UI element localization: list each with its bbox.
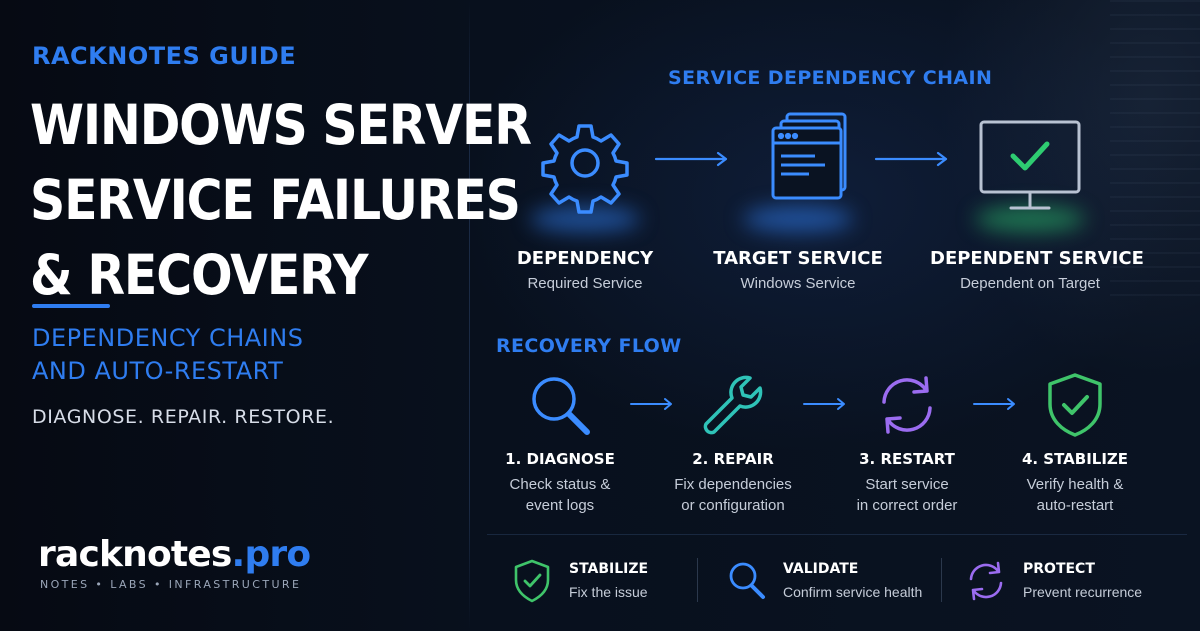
flow-step-name: 4. STABILIZE <box>1021 450 1129 468</box>
node-glow <box>743 206 853 232</box>
flow-step-desc: Check status & event logs <box>475 474 645 516</box>
chain-node-dependency: DEPENDENCY Required Service <box>500 118 670 298</box>
title-line: WINDOWS SERVER <box>30 93 532 158</box>
chain-node-desc: Dependent on Target <box>960 275 1100 292</box>
summary-separator <box>697 558 698 602</box>
monitor-check-icon <box>975 118 1085 219</box>
flow-step-desc-line: Start service <box>865 476 949 493</box>
summary-item-desc: Fix the issue <box>569 584 648 600</box>
chain-node-name: TARGET SERVICE <box>713 248 883 269</box>
chain-node-desc: Required Service <box>527 275 643 292</box>
flow-step-desc-line: Verify health & <box>1026 476 1124 493</box>
flow-step-desc: Verify health & auto-restart <box>990 474 1160 516</box>
flow-step-desc: Start service in correct order <box>822 474 992 516</box>
magnifier-icon <box>726 559 766 608</box>
server-rack-backdrop <box>1110 0 1200 300</box>
node-glow <box>975 206 1085 232</box>
chain-section-title: SERVICE DEPENDENCY CHAIN <box>668 67 993 89</box>
flow-section-title: RECOVERY FLOW <box>496 335 682 357</box>
flow-step-desc-line: or configuration <box>681 497 785 514</box>
flow-step-desc-line: auto-restart <box>1036 497 1114 514</box>
flow-step-desc-line: Fix dependencies <box>674 476 792 493</box>
arrow-right-icon <box>874 151 950 172</box>
arrow-right-icon <box>629 397 675 416</box>
subtitle: DEPENDENCY CHAINS AND AUTO-RESTART <box>32 322 303 388</box>
logo-main: racknotes <box>38 534 232 575</box>
chain-node-name: DEPENDENT SERVICE <box>930 248 1144 269</box>
title-line: & RECOVERY <box>30 243 368 308</box>
magnifier-icon <box>525 372 595 443</box>
tagline: DIAGNOSE. REPAIR. RESTORE. <box>32 406 335 428</box>
logo-dot: . <box>231 534 246 575</box>
flow-step-name: 3. RESTART <box>859 450 955 468</box>
logo-suffix: pro <box>244 534 311 575</box>
arrow-right-icon <box>654 151 730 172</box>
chain-node-name: DEPENDENCY <box>516 248 654 269</box>
chain-node-desc: Windows Service <box>740 275 856 292</box>
flow-step-desc: Fix dependencies or configuration <box>648 474 818 516</box>
subtitle-line: DEPENDENCY CHAINS <box>32 324 304 352</box>
title-line: SERVICE FAILURES <box>30 168 521 233</box>
flow-step-desc-line: Check status & <box>509 476 611 493</box>
shield-check-icon <box>1040 372 1110 443</box>
arrow-right-icon <box>972 397 1018 416</box>
summary-item-desc: Confirm service health <box>783 584 923 600</box>
shield-check-icon <box>512 559 552 608</box>
panel-divider <box>469 0 470 631</box>
summary-item-desc: Prevent recurrence <box>1023 584 1143 600</box>
summary-item-name: PROTECT <box>1023 561 1095 577</box>
guide-label: RACKNOTES GUIDE <box>32 42 297 70</box>
page-title: WINDOWS SERVER SERVICE FAILURES & RECOVE… <box>30 88 532 313</box>
summary-item-name: VALIDATE <box>783 561 859 577</box>
wrench-icon <box>698 372 768 443</box>
flow-step-name: 2. REPAIR <box>692 450 774 468</box>
arrow-right-icon <box>802 397 848 416</box>
subtitle-line: AND AUTO-RESTART <box>32 357 284 385</box>
summary-separator <box>941 558 942 602</box>
gear-icon <box>537 118 633 219</box>
flow-step-name: 1. DIAGNOSE <box>505 450 615 468</box>
chain-node-dependent: DEPENDENT SERVICE Dependent on Target <box>930 118 1144 298</box>
flow-step-desc-line: event logs <box>525 497 595 514</box>
windows-stack-icon <box>743 112 853 209</box>
summary-bar <box>487 534 1187 618</box>
restart-icon <box>966 559 1006 608</box>
summary-item-name: STABILIZE <box>569 561 649 577</box>
chain-node-target: TARGET SERVICE Windows Service <box>713 112 883 298</box>
accent-rule <box>32 304 110 308</box>
restart-icon <box>872 372 942 443</box>
logo-tagline: NOTES • LABS • INFRASTRUCTURE <box>40 578 302 591</box>
brand-logo: racknotes.pro <box>38 534 311 575</box>
flow-step-desc-line: in correct order <box>856 497 958 514</box>
